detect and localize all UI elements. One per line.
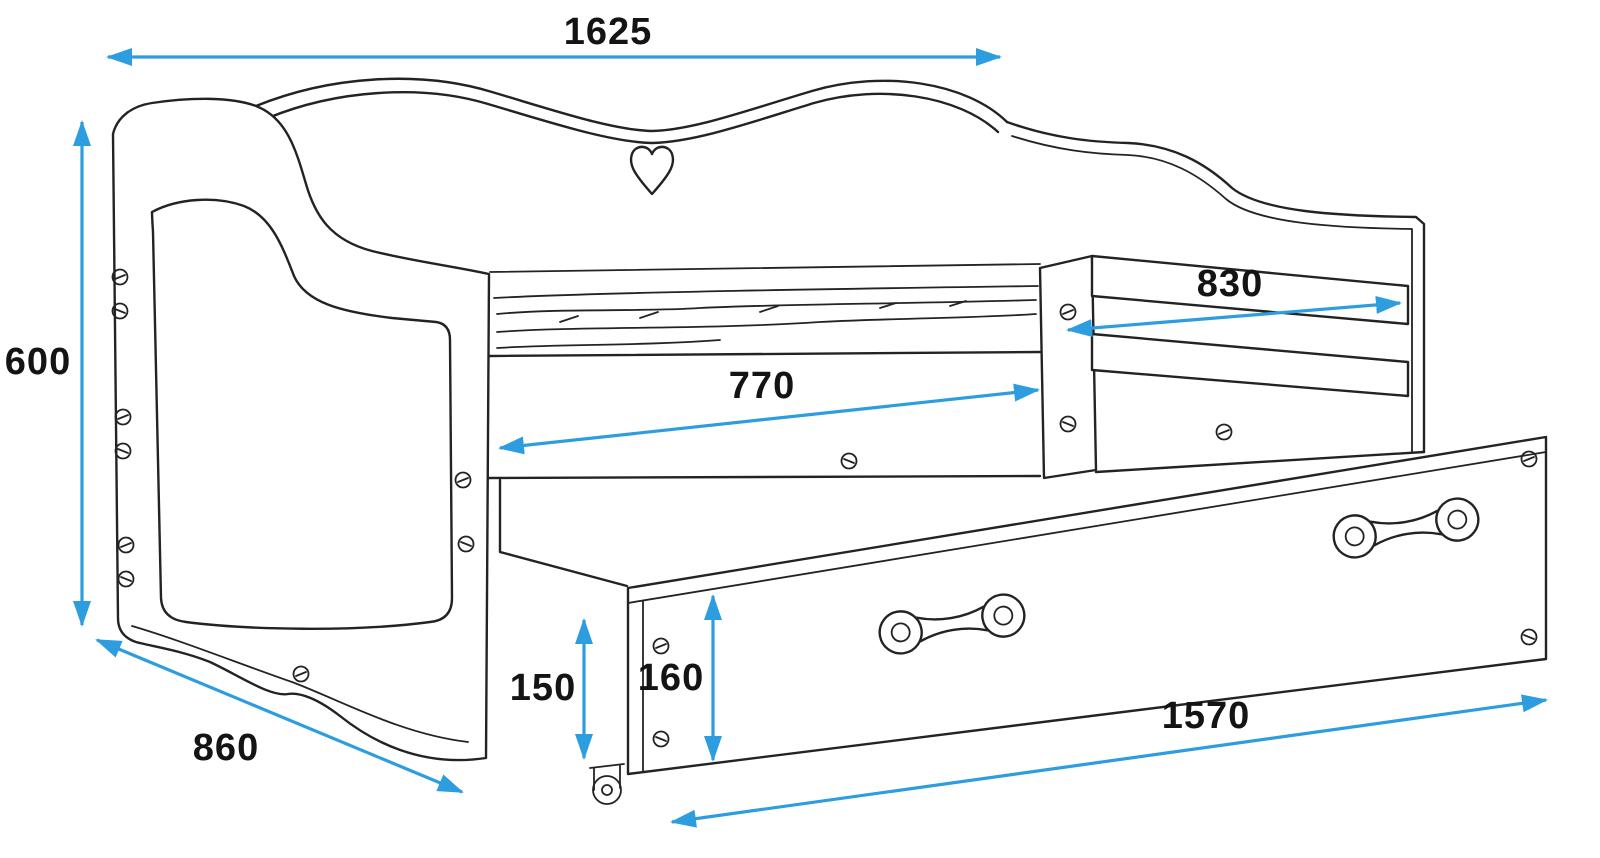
screw-icon xyxy=(1520,628,1538,646)
drawer xyxy=(498,435,1548,805)
heart-cutout xyxy=(629,145,675,196)
foot-panel-inner-edge xyxy=(1011,135,1413,453)
screws xyxy=(111,268,1538,748)
screw-icon xyxy=(457,535,475,553)
dimension-inner-length: 770 xyxy=(498,365,1040,455)
mattress-line-4 xyxy=(496,339,721,349)
mattress-line-2 xyxy=(496,299,1037,315)
screw-icon xyxy=(652,637,670,655)
screw-icon xyxy=(454,471,472,489)
screw-icon xyxy=(111,302,129,320)
dimension-total-depth: 860 xyxy=(95,638,464,794)
guard-post xyxy=(1038,254,1098,480)
mattress-ticks xyxy=(559,300,967,323)
mattress-line-3 xyxy=(496,313,1037,333)
drawer-front-face xyxy=(626,435,1548,776)
dim-arrow-total-depth xyxy=(95,638,464,794)
screw-icon xyxy=(114,442,132,460)
screw-icon xyxy=(117,570,135,588)
head-panel-outline xyxy=(111,97,491,762)
head-panel-inner-frame xyxy=(150,198,454,630)
dim-label-guard-rail-length: 830 xyxy=(1197,263,1263,305)
dim-label-drawer-length: 1570 xyxy=(1162,695,1251,737)
caster-tire xyxy=(592,775,622,805)
screw-icon xyxy=(114,408,132,426)
drawer-handle-left xyxy=(878,593,1026,655)
screw-icon xyxy=(1059,415,1077,433)
headboard-back-rail xyxy=(254,77,1041,273)
guard-board-lower xyxy=(1090,332,1410,398)
back-rail-inner-edge xyxy=(266,91,1000,145)
foot-panel-top-edge xyxy=(1005,120,1426,454)
side-rail-bottom-right xyxy=(1094,450,1426,474)
dimension-guard-rail-length: 830 xyxy=(1066,263,1402,338)
dim-arrow-inner-length xyxy=(498,383,1040,455)
dimension-total-height: 600 xyxy=(5,120,91,627)
dimension-total-width: 1625 xyxy=(106,11,1002,66)
dim-label-total-depth: 860 xyxy=(193,727,259,769)
screw-icon xyxy=(1215,423,1233,441)
dim-arrow-drawer-length xyxy=(670,694,1548,828)
dim-label-underbed-clearance: 150 xyxy=(510,667,576,709)
dimensions: 1625 600 860 770 830 150 160 157 xyxy=(5,11,1548,828)
side-rail xyxy=(487,350,1426,480)
back-rail-top-edge xyxy=(254,77,1009,133)
caster-wheel xyxy=(589,763,625,805)
mattress xyxy=(493,285,1039,349)
screw-icon xyxy=(652,730,670,748)
back-panel-bottom-edge xyxy=(489,263,1041,273)
screw-icon xyxy=(111,268,129,286)
dim-arrow-guard-rail-length xyxy=(1066,295,1402,338)
drawer-top-rim xyxy=(627,451,1547,604)
dim-label-drawer-front-height: 160 xyxy=(638,657,704,699)
screw-icon xyxy=(840,452,858,470)
dim-label-total-width: 1625 xyxy=(564,11,653,53)
caster-fork xyxy=(589,763,625,791)
screw-icon xyxy=(117,536,135,554)
dimension-drawer-length: 1570 xyxy=(670,694,1548,828)
drawer-underbed-edge xyxy=(498,478,629,588)
dim-label-inner-length: 770 xyxy=(729,365,795,407)
screw-icon xyxy=(1520,450,1538,468)
bed-art xyxy=(111,77,1548,805)
head-end-panel xyxy=(111,97,491,762)
dim-label-total-height: 600 xyxy=(5,341,71,383)
caster-hub xyxy=(601,784,613,796)
drawer-handle-right xyxy=(1332,497,1480,559)
mattress-top-line xyxy=(493,285,1039,299)
foot-end-panel xyxy=(1005,120,1426,454)
dimension-underbed-clearance: 150 xyxy=(510,618,593,760)
side-rail-top-left xyxy=(487,350,1042,358)
side-rail-bottom-left xyxy=(487,474,1042,480)
